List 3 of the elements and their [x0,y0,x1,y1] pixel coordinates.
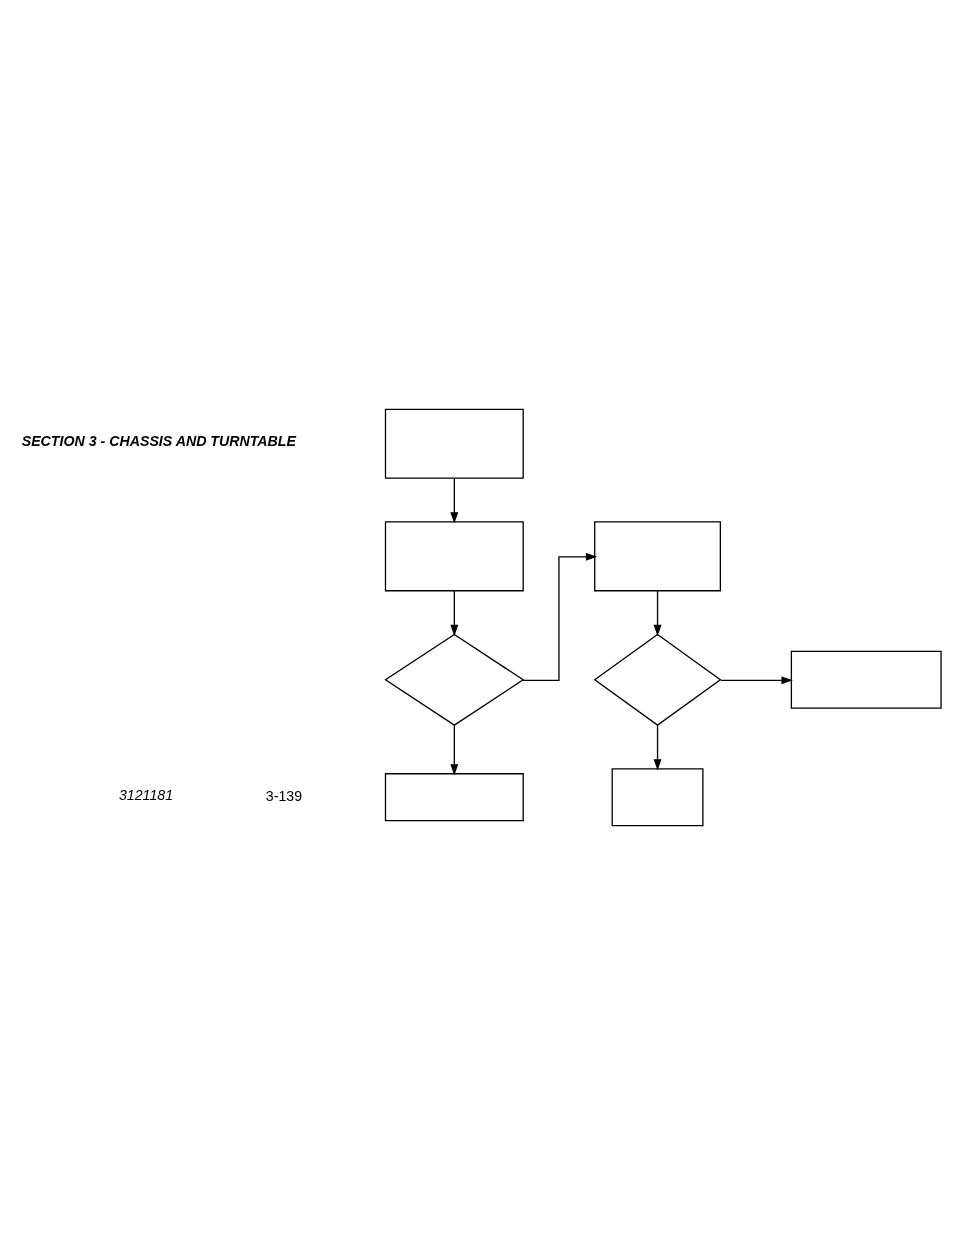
label: SECTION 3 - CHASSIS AND TURNTABLE [21,433,296,450]
label: 3121181 [118,786,174,803]
label: 3-139 [265,787,303,804]
